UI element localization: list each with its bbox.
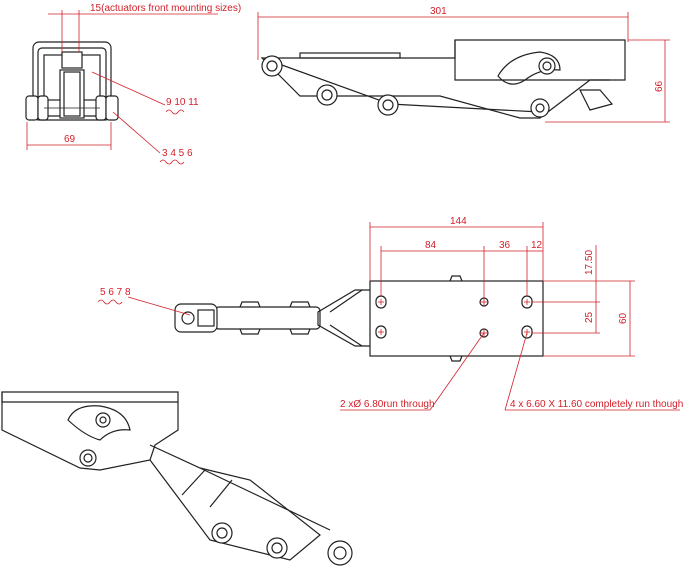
spacing-12-label: 12 — [531, 240, 543, 251]
callout-a-label: 9 10 11 — [166, 97, 199, 108]
top-view — [174, 275, 544, 362]
plate-width-label: 60 — [618, 312, 629, 324]
spacing-84-label: 84 — [425, 240, 437, 251]
front-dimensions: 15(actuators front mounting sizes) 69 9 … — [26, 3, 241, 165]
angled-view — [1, 391, 353, 566]
edge-offset-label: 17.50 — [584, 250, 595, 275]
front-view — [25, 41, 119, 121]
hole-vertical-label: 25 — [584, 311, 595, 323]
slot-holes-note: 4 x 6.60 X 11.60 completely run though — [510, 399, 683, 410]
overall-length-label: 301 — [430, 6, 447, 17]
callout-c-label: 5 6 7 8 — [100, 287, 131, 298]
top-dimensions: 144 84 36 12 17.50 25 60 5 6 7 8 2 xØ 6.… — [97, 216, 683, 411]
plate-length-label: 144 — [450, 216, 467, 227]
height-label: 66 — [654, 80, 665, 92]
front-width-label: 69 — [64, 134, 76, 145]
spacing-36-label: 36 — [499, 240, 511, 251]
round-holes-note: 2 xØ 6.80run through — [340, 399, 435, 410]
side-view — [260, 39, 626, 119]
side-dimensions: 301 66 — [257, 6, 670, 123]
callout-b-label: 3 4 5 6 — [162, 148, 193, 159]
actuator-note-label: 15(actuators front mounting sizes) — [90, 3, 241, 14]
